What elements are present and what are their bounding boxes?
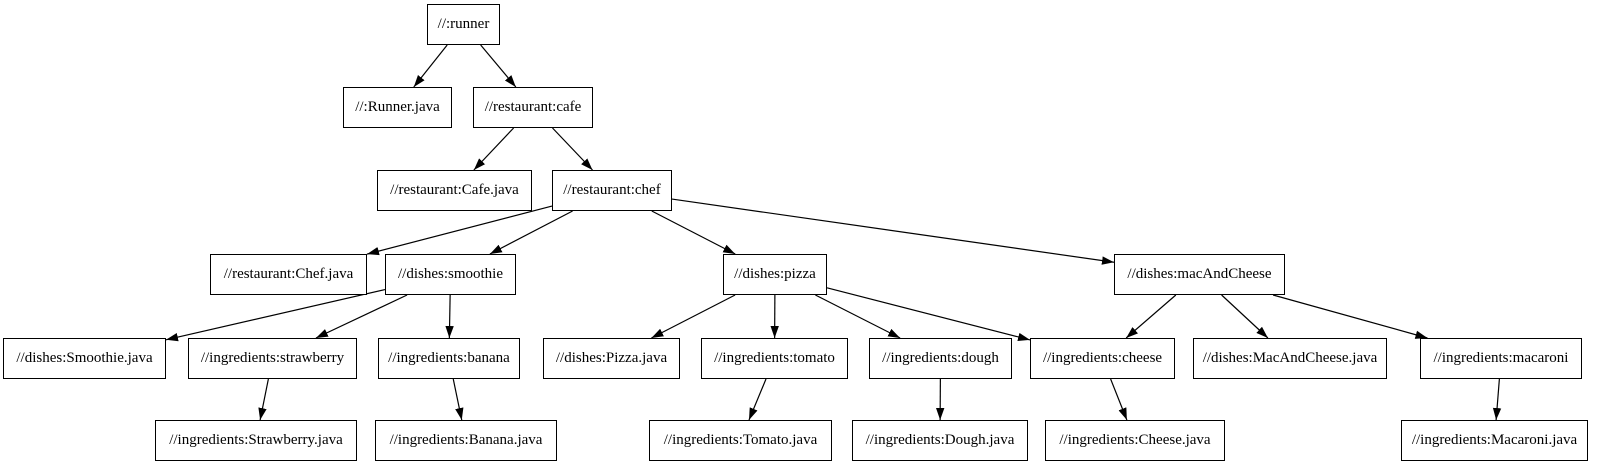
graph-node-tomato_java: //ingredients:Tomato.java: [649, 420, 832, 461]
edge-chef-to-smoothie: [489, 210, 573, 255]
edge-pizza-to-pizza_java: [651, 294, 736, 339]
graph-node-cheese_java: //ingredients:Cheese.java: [1045, 420, 1225, 461]
graph-node-runner: //:runner: [427, 4, 500, 45]
edge-tomato-to-tomato_java: [748, 378, 767, 421]
edge-mac_and_cheese-to-macaroni: [1272, 294, 1428, 339]
edge-macaroni-to-macaroni_java: [1492, 378, 1502, 421]
graph-node-macaroni_java: //ingredients:Macaroni.java: [1401, 420, 1588, 461]
edge-runner-to-cafe: [480, 44, 517, 88]
graph-node-dough_java: //ingredients:Dough.java: [852, 420, 1028, 461]
graph-node-tomato: //ingredients:tomato: [701, 338, 848, 379]
graph-node-banana: //ingredients:banana: [378, 338, 520, 379]
graph-node-chef_java: //restaurant:Chef.java: [210, 254, 367, 295]
graph-node-cafe: //restaurant:cafe: [473, 87, 593, 128]
edge-chef-to-chef_java: [366, 205, 553, 256]
edge-strawberry-to-strawberry_java: [258, 378, 269, 421]
edge-pizza-to-dough: [815, 294, 901, 339]
graph-node-mac_and_cheese_java: //dishes:MacAndCheese.java: [1193, 338, 1387, 379]
edge-mac_and_cheese-to-mac_and_cheese_java: [1221, 294, 1269, 339]
graph-node-banana_java: //ingredients:Banana.java: [375, 420, 557, 461]
edge-smoothie-to-smoothie_java: [165, 288, 386, 342]
edge-banana-to-banana_java: [452, 378, 464, 421]
edge-pizza-to-cheese: [826, 287, 1031, 341]
edge-cafe-to-cafe_java: [473, 127, 515, 171]
graph-node-strawberry_java: //ingredients:Strawberry.java: [155, 420, 357, 461]
edge-mac_and_cheese-to-cheese: [1125, 294, 1177, 339]
graph-node-pizza_java: //dishes:Pizza.java: [543, 338, 680, 379]
graph-node-strawberry: //ingredients:strawberry: [188, 338, 357, 379]
edge-chef-to-mac_and_cheese: [671, 198, 1115, 265]
edge-runner-to-runner_java: [413, 44, 448, 88]
graph-node-dough: //ingredients:dough: [869, 338, 1012, 379]
graph-node-smoothie: //dishes:smoothie: [385, 254, 516, 295]
graph-node-chef: //restaurant:chef: [552, 170, 672, 211]
graph-node-cafe_java: //restaurant:Cafe.java: [377, 170, 532, 211]
graph-node-macaroni: //ingredients:macaroni: [1420, 338, 1582, 379]
graph-node-cheese: //ingredients:cheese: [1030, 338, 1175, 379]
edge-smoothie-to-strawberry: [315, 294, 408, 339]
graph-node-mac_and_cheese: //dishes:macAndCheese: [1114, 254, 1285, 295]
graph-node-runner_java: //:Runner.java: [343, 87, 452, 128]
graph-node-pizza: //dishes:pizza: [723, 254, 827, 295]
edge-cafe-to-chef: [552, 127, 593, 171]
edge-smoothie-to-banana: [445, 294, 454, 339]
edge-cheese-to-cheese_java: [1110, 378, 1128, 421]
edge-chef-to-pizza: [651, 210, 736, 255]
graph-node-smoothie_java: //dishes:Smoothie.java: [3, 338, 166, 379]
